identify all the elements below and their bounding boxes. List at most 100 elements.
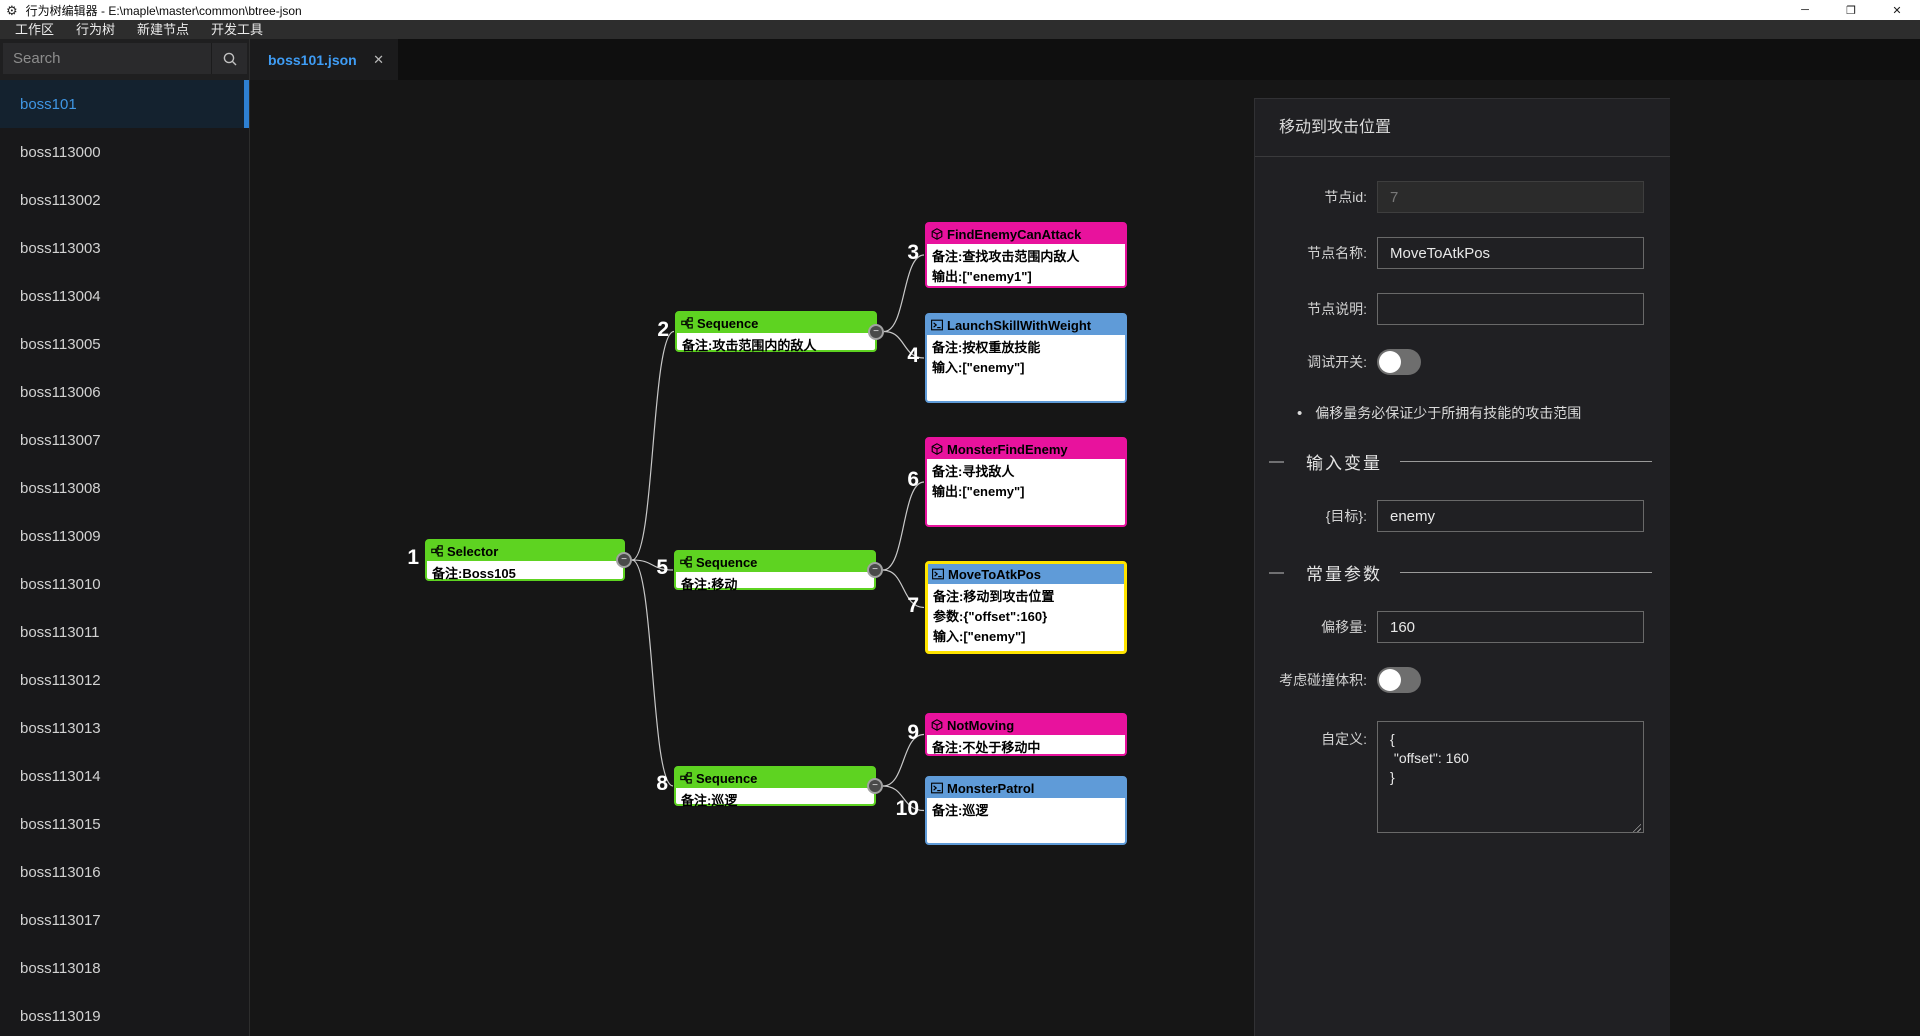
node-body: 备注:移动到攻击位置参数:{"offset":160}输入:["enemy"] [928, 584, 1124, 647]
node-name-field[interactable] [1377, 237, 1644, 269]
sidebar-item-boss113010[interactable]: boss113010 [0, 560, 249, 608]
restore-icon: ❐ [1846, 4, 1856, 17]
section-collapse-icon[interactable]: — [1269, 564, 1284, 581]
sidebar-item-boss113019[interactable]: boss113019 [0, 992, 249, 1036]
sidebar-item-boss113000[interactable]: boss113000 [0, 128, 249, 176]
node-annotation: 备注:攻击范围内的敌人 [682, 338, 817, 353]
sidebar-item-boss113009[interactable]: boss113009 [0, 512, 249, 560]
target-var-row: {目标}: [1255, 500, 1644, 532]
window-controls: ─ ❐ ✕ [1782, 0, 1920, 20]
collapse-button[interactable]: − [867, 562, 883, 578]
node-header: FindEnemyCanAttack [927, 224, 1125, 244]
menu-item-工作区[interactable]: 工作区 [15, 22, 55, 37]
offset-row: 偏移量: [1255, 611, 1644, 643]
sidebar-item-label: boss101 [20, 95, 77, 113]
const-params-section-header: — 常量参数 [1269, 560, 1652, 585]
node-header: LaunchSkillWithWeight [927, 315, 1125, 335]
sidebar-item-boss113006[interactable]: boss113006 [0, 368, 249, 416]
node-title: MoveToAtkPos [948, 566, 1041, 582]
sidebar-item-boss113018[interactable]: boss113018 [0, 944, 249, 992]
minimize-icon: ─ [1801, 4, 1809, 16]
node-order-number: 9 [907, 720, 919, 744]
sidebar-item-label: boss113006 [20, 383, 101, 401]
terminal-icon [931, 782, 943, 794]
offset-field[interactable] [1377, 611, 1644, 643]
sidebar-item-label: boss113015 [20, 815, 101, 833]
node-header: Sequence [676, 552, 874, 572]
tree-node-Sequence[interactable]: Sequence 备注:巡逻 − [674, 766, 883, 808]
search-box [3, 43, 247, 74]
sidebar-item-boss113016[interactable]: boss113016 [0, 848, 249, 896]
hierarchy-icon [681, 317, 693, 329]
close-button[interactable]: ✕ [1874, 0, 1920, 20]
search-cell [0, 39, 250, 80]
node-body: 备注:Boss105 [427, 561, 623, 584]
node-header: Sequence [676, 768, 874, 788]
node-order-number: 1 [407, 546, 419, 569]
custom-json-field[interactable]: { "offset": 160 } [1377, 721, 1644, 833]
offset-note: • 偏移量务必保证少于所拥有技能的攻击范围 [1297, 403, 1654, 423]
sidebar-item-boss113004[interactable]: boss113004 [0, 272, 249, 320]
node-body: 备注:巡逻 [676, 788, 874, 811]
search-button[interactable] [211, 43, 247, 74]
debug-toggle-switch[interactable] [1377, 349, 1421, 375]
sidebar-item-label: boss113003 [20, 239, 101, 257]
collapse-button[interactable]: − [867, 778, 883, 794]
node-body: 备注:查找攻击范围内敌人输出:["enemy1"] [927, 244, 1125, 287]
sidebar-item-boss113011[interactable]: boss113011 [0, 608, 249, 656]
node-id-field [1377, 181, 1644, 213]
menu-item-开发工具[interactable]: 开发工具 [211, 22, 264, 37]
tab-boss101-json[interactable]: boss101.json ✕ [250, 39, 398, 80]
node-desc-row: 节点说明: [1255, 293, 1644, 325]
sidebar-item-boss113015[interactable]: boss113015 [0, 800, 249, 848]
search-input[interactable] [3, 43, 211, 74]
node-title: MonsterPatrol [947, 780, 1035, 796]
custom-json-row: 自定义: { "offset": 160 } [1255, 721, 1644, 838]
target-var-field[interactable] [1377, 500, 1644, 532]
tab-close-icon[interactable]: ✕ [373, 51, 384, 67]
sidebar-item-label: boss113002 [20, 191, 101, 209]
node-desc-field[interactable] [1377, 293, 1644, 325]
node-header: NotMoving [927, 715, 1125, 735]
sidebar-item-boss113002[interactable]: boss113002 [0, 176, 249, 224]
sidebar-item-boss113003[interactable]: boss113003 [0, 224, 249, 272]
section-collapse-icon[interactable]: — [1269, 453, 1284, 470]
target-var-label: {目标}: [1325, 508, 1367, 524]
hierarchy-icon [680, 772, 692, 784]
node-body: 备注:按权重放技能输入:["enemy"] [927, 335, 1125, 378]
sidebar-item-boss113012[interactable]: boss113012 [0, 656, 249, 704]
sidebar-item-boss113008[interactable]: boss113008 [0, 464, 249, 512]
custom-json-label: 自定义: [1321, 731, 1367, 747]
restore-button[interactable]: ❐ [1828, 0, 1874, 20]
sidebar-item-boss113014[interactable]: boss113014 [0, 752, 249, 800]
sidebar-item-boss101[interactable]: boss101 [0, 80, 249, 128]
node-annotation: 备注:巡逻 [681, 793, 738, 808]
edge-connector [882, 569, 925, 609]
node-title: MonsterFindEnemy [947, 441, 1068, 457]
collision-toggle-switch[interactable] [1377, 667, 1421, 693]
minimize-button[interactable]: ─ [1782, 0, 1828, 20]
collapse-button[interactable]: − [868, 323, 884, 340]
sidebar-item-boss113017[interactable]: boss113017 [0, 896, 249, 944]
node-name-label: 节点名称: [1307, 245, 1367, 261]
node-annotation: 输入:["enemy"] [933, 629, 1026, 644]
sidebar-item-boss113007[interactable]: boss113007 [0, 416, 249, 464]
node-annotation: 输出:["enemy"] [932, 484, 1025, 499]
resize-handle-icon[interactable] [1631, 822, 1641, 832]
tree-node-MoveToAtkPos[interactable]: MoveToAtkPos 备注:移动到攻击位置参数:{"offset":160}输… [925, 561, 1127, 654]
sidebar-item-boss113013[interactable]: boss113013 [0, 704, 249, 752]
menu-item-行为树[interactable]: 行为树 [76, 22, 116, 37]
collapse-button[interactable]: − [616, 552, 632, 568]
menu-item-新建节点[interactable]: 新建节点 [137, 22, 190, 37]
node-id-row: 节点id: [1255, 181, 1644, 213]
sidebar-item-boss113005[interactable]: boss113005 [0, 320, 249, 368]
